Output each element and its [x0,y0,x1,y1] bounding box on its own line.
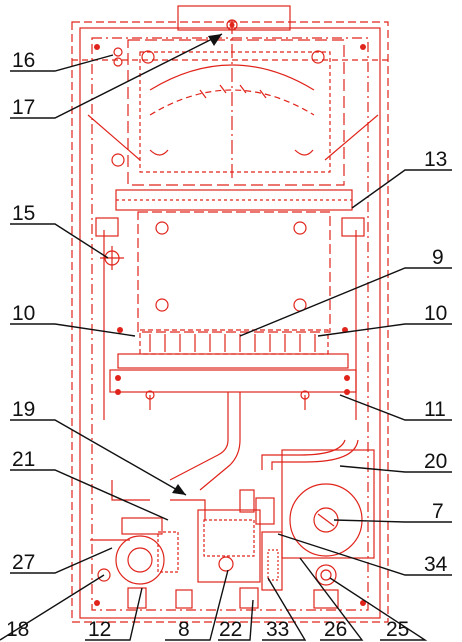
callout-27: 27 [12,551,35,574]
leader-17-arrow [208,34,222,46]
callout-33: 33 [266,618,289,641]
callout-20: 20 [424,450,447,473]
leader-34 [277,533,452,576]
flue-hood [127,19,345,186]
callout-12: 12 [88,618,111,641]
leader-27 [10,547,113,574]
callout-16: 16 [12,49,35,72]
heat-exchanger [95,189,365,420]
leader-18 [0,574,105,641]
callout-19: 19 [12,398,35,421]
piping [111,392,359,520]
burner [109,329,357,410]
small-fittings [87,47,379,270]
leader-17 [10,33,223,119]
gas-valve [197,489,283,609]
callout-15: 15 [12,202,35,225]
callout-26: 26 [324,618,347,641]
callout-10-right: 10 [424,302,447,325]
leader-19 [10,419,187,496]
callout-17: 17 [12,96,35,119]
callout-10-left: 10 [12,302,35,325]
callout-leaders [0,33,452,641]
callout-25: 25 [386,618,409,641]
leader-11 [339,394,452,421]
leader-12 [85,587,143,641]
callout-18: 18 [6,618,29,641]
mounting-bolts [94,22,366,606]
leader-10-right [317,323,452,337]
leader-16 [10,54,114,72]
leader-8 [165,569,229,641]
leader-7 [333,519,452,523]
pump [281,449,375,609]
leader-26 [299,557,364,641]
boiler-drawing [71,5,389,623]
leader-21 [10,469,169,521]
leader-9 [239,267,452,337]
outer-casing [71,5,389,623]
leader-25 [329,577,428,641]
leader-33 [262,577,307,641]
leader-15 [10,223,109,259]
leader-22 [218,599,254,641]
callout-8: 8 [178,618,190,641]
callout-13: 13 [424,148,447,171]
callout-22: 22 [219,618,242,641]
callout-9: 9 [432,246,444,269]
callout-34: 34 [424,553,448,576]
callout-7: 7 [432,500,444,523]
callout-21: 21 [12,448,35,471]
leader-20 [339,465,452,473]
leader-13 [351,169,452,209]
leader-10-left [10,323,136,337]
callout-11: 11 [424,398,446,421]
leader-19-arrow [172,484,186,495]
callout-labels: 16 17 13 15 9 10 10 11 19 20 21 7 27 34 … [6,49,448,641]
